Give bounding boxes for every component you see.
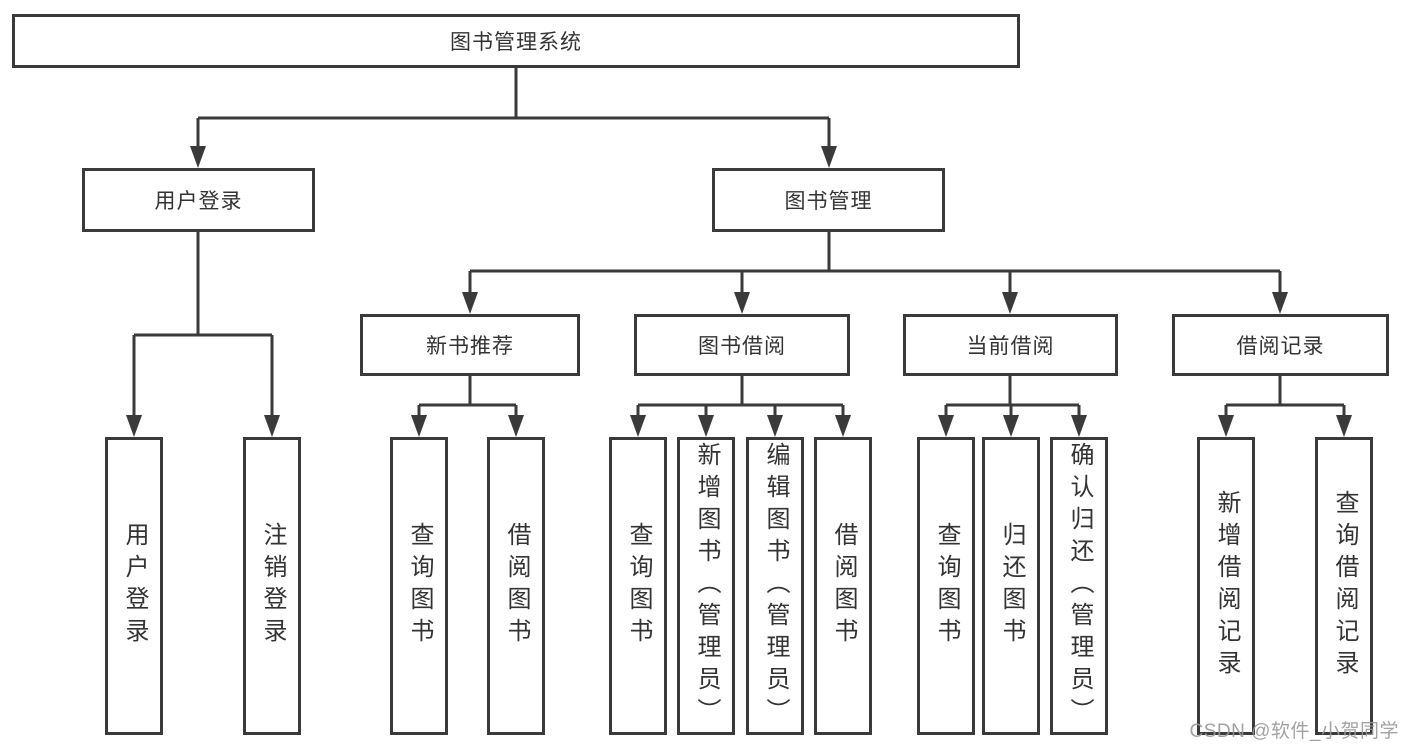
node-root: 图书管理系统 — [12, 14, 1020, 68]
node-add-books-admin: 新增图书（管理员） — [677, 437, 735, 735]
connector-bookmgmt-to-level3 — [468, 232, 1282, 294]
node-query-books-current: 查询图书 — [917, 437, 975, 735]
node-add-borrow-record: 新增借阅记录 — [1197, 437, 1255, 735]
node-book-borrowing: 图书借阅 — [634, 314, 850, 376]
node-logout-action: 注销登录 — [243, 437, 301, 735]
node-query-borrow-record: 查询借阅记录 — [1315, 437, 1373, 735]
node-confirm-return-admin: 确认归还（管理员） — [1050, 437, 1108, 735]
node-edit-books-admin: 编辑图书（管理员） — [746, 437, 804, 735]
connector-borrowing-to-leaves — [636, 376, 845, 417]
node-return-books: 归还图书 — [982, 437, 1040, 735]
connector-current-to-leaves — [944, 376, 1081, 417]
connector-records-to-leaves — [1224, 376, 1346, 417]
node-user-login: 用户登录 — [82, 168, 315, 232]
connector-userlogin-to-leaves — [132, 232, 274, 417]
node-book-management: 图书管理 — [712, 168, 945, 232]
connector-root-to-level2 — [196, 68, 831, 148]
node-borrow-books-recommend: 借阅图书 — [487, 437, 545, 735]
node-borrow-records: 借阅记录 — [1172, 314, 1389, 376]
node-borrow-books-borrowing: 借阅图书 — [814, 437, 872, 735]
arrowheads — [126, 146, 1352, 437]
node-new-book-recommend: 新书推荐 — [360, 314, 580, 376]
node-query-books-borrowing: 查询图书 — [609, 437, 667, 735]
watermark-text: CSDN @软件_小贺同学 — [1189, 721, 1399, 742]
node-current-borrowing: 当前借阅 — [903, 314, 1118, 376]
node-query-books-recommend: 查询图书 — [390, 437, 448, 735]
node-login-action: 用户登录 — [105, 437, 163, 735]
connector-recommend-to-leaves — [417, 376, 518, 417]
